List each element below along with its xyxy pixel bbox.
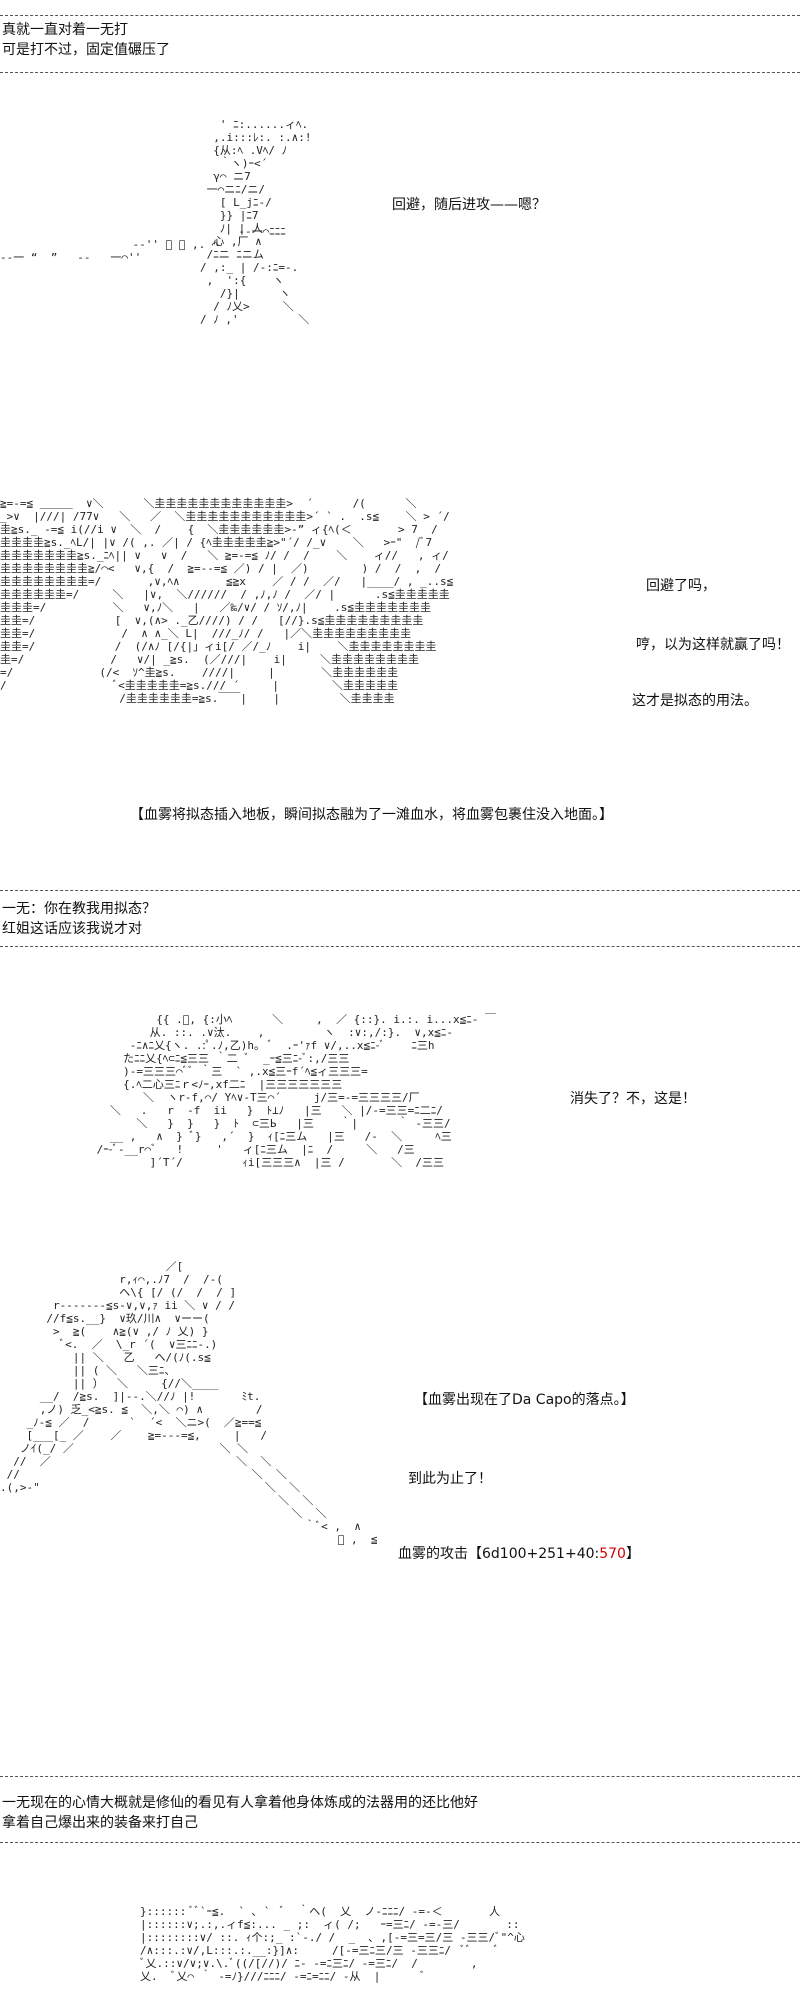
divider: [0, 890, 800, 891]
dialogue-end-here: 到此为止了！: [408, 1471, 492, 1487]
ascii-art-vanish-effect: {{ .ﾞ, {:小ﾍ ＼ , ／ {::}. i.:. i...x≦ﾆ- ￣ …: [96, 1013, 496, 1169]
dialogue-mimic-usage: 这才是拟态的用法。: [632, 693, 758, 709]
attack-roll-suffix: 】: [625, 1546, 640, 1562]
narration-appeared: 【血雾出现在了Da Capo的落点。】: [414, 1392, 635, 1408]
dialogue-dodge: 回避，随后进攻——嗯？: [392, 197, 546, 213]
ascii-art-bottom-figure: }:::::: ﾞﾞ`ｰ≦. ` ､ ` ﾞ ｀ヘ( 乂 ノ-ﾆﾆﾆ/ -=-＜…: [140, 1905, 525, 1983]
comment-line: 可是打不过，固定值碾压了: [2, 42, 170, 58]
dialogue-dodged: 回避了吗，: [646, 578, 716, 594]
ascii-art-blood-mist: ≧=-=≦ ＿＿＿ ∨＼ ＼圭圭圭圭圭圭圭圭圭圭圭圭> ´ /( ＼ _>∨ |…: [0, 497, 454, 705]
comment-line: 一无：你在教我用拟态？: [2, 901, 156, 917]
divider: [0, 15, 800, 16]
comment-line: 红姐这话应该我说才对: [2, 921, 142, 937]
ascii-art-motion-lines: --一⌒ﾆﾆﾆ --'' ﾞ ﾞ ,. ⌒ --一 “ ” ‐‐ 一⌒'': [0, 225, 286, 264]
attack-roll: 血雾的攻击【6d100+251+40:570】: [398, 1545, 640, 1563]
attack-roll-prefix: 血雾的攻击【6d100+251+40:: [398, 1546, 600, 1562]
narration-blood-mist-insert: 【血雾将拟态插入地板，瞬间拟态融为了一滩血水，将血雾包裹住没入地面。】: [130, 807, 613, 823]
dialogue-vanished: 消失了？不，这是！: [570, 1091, 696, 1107]
dialogue-hmph: 哼，以为这样就赢了吗！: [636, 637, 790, 653]
comment-line: 一无现在的心情大概就是修仙的看见有人拿着他身体炼成的法器用的还比他好: [2, 1795, 478, 1811]
comment-line: 拿着自己爆出来的装备来打自己: [2, 1815, 198, 1831]
divider: [0, 1776, 800, 1777]
ascii-art-attack-figure: ／[ r,ｨ⌒,.ﾉ7 / /-( ヘ\{ [/ (/ / / ] r-----…: [0, 1260, 378, 1546]
comment-line: 真就一直对着一无打: [2, 22, 128, 38]
divider: [0, 72, 800, 73]
divider: [0, 946, 800, 947]
divider: [0, 1842, 800, 1843]
attack-roll-value: 570: [599, 1546, 626, 1562]
ascii-art-figure-standing: ' ﾆ:......ィﾍ. ,.i:::ﾚ:. :.∧:! {从:ﾍ .Vﾍ/ …: [200, 118, 312, 326]
